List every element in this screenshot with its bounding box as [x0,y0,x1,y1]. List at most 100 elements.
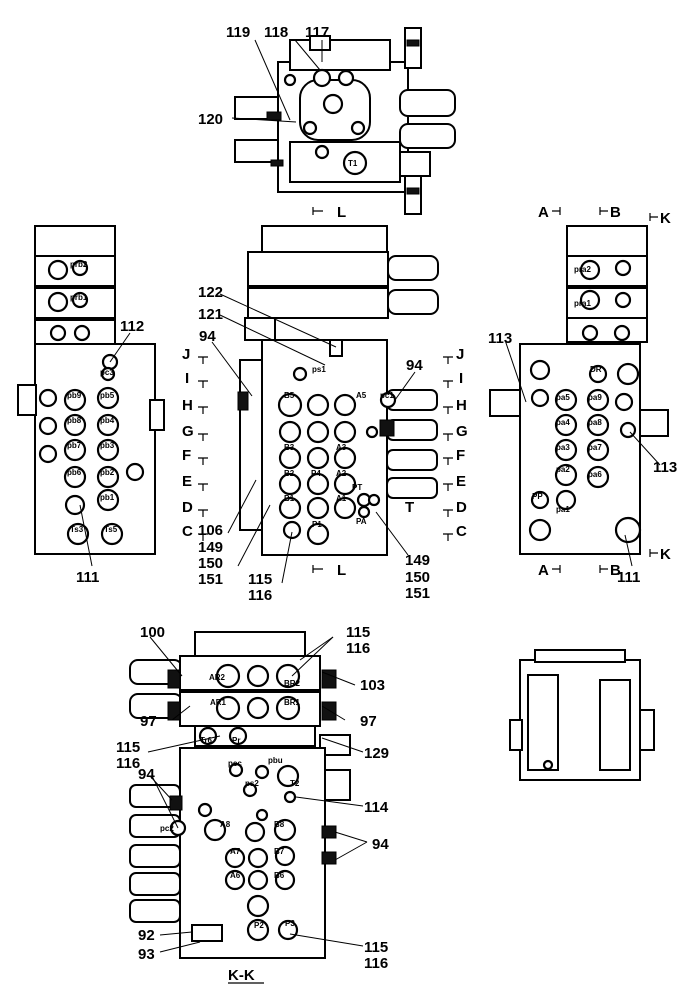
port-pa2-label: pa2 [556,465,570,474]
port-pa9-label: pa9 [588,393,602,402]
port-Tr6-label: Tr6 [200,736,213,745]
port-B8-label: B8 [274,820,285,829]
port-B7-label: B7 [274,847,285,856]
port-pb5-label: pb5 [100,391,115,400]
port-pra1-label: pra1 [574,299,591,308]
section-C-left: C [182,523,193,540]
part-92: 92 [138,927,155,944]
part-117: 117 [305,24,329,41]
part-113-b: 113 [653,459,677,476]
section-I-left: I [185,370,189,387]
port-P2-label: P2 [254,921,264,930]
port-PP-label: PP [532,492,543,501]
section-B-bottom: B [610,562,621,579]
section-F-right: F [456,447,465,464]
port-pc1-label: pc1 [380,391,394,400]
section-D-left: D [182,499,193,516]
port-pb3-label: pb3 [100,441,115,450]
leader-lines [79,39,661,953]
port-A5-label: A5 [356,391,367,400]
part-116-c: 116 [116,755,140,772]
port-B5-label: B5 [284,391,295,400]
section-I-right: I [459,370,463,387]
port-P4-label: P4 [311,469,321,478]
port-pa4-label: pa4 [556,418,570,427]
part-122: 122 [198,284,223,301]
port-pb9-label: pb9 [67,391,82,400]
part-149-b: 149 [405,552,430,569]
part-94-d: 94 [372,836,389,853]
port-pc2-label: pc2 [160,824,174,833]
right-side-view: pra2 pra1 DR pa5 pa9 pa4 pa8 pa3 pa7 pa2… [489,225,669,555]
port-pa7-label: pa7 [588,443,602,452]
part-150-a: 150 [198,555,223,572]
part-111-a: 111 [76,569,99,586]
part-116-a: 116 [248,587,272,604]
center-front-view: ps1 B5 A5 pc1 B3 A3 B2 P4 A2 PT B1 A1 T … [237,225,439,556]
port-P3-label: P3 [285,919,295,928]
top-view: T1 [234,27,456,215]
port-P1-label: P1 [312,520,322,529]
port-B6-label: B6 [274,871,285,880]
port-Ts3-label: Ts3 [70,525,84,534]
part-149-a: 149 [198,539,223,556]
port-AR2-label: AR2 [209,673,226,682]
labels: 119 118 117 120 122 121 112 113 94 94 11… [76,24,677,984]
port-B1-label: B1 [284,494,295,503]
port-prb1-label: prb1 [70,293,88,302]
part-94-a: 94 [199,328,216,345]
section-H-right: H [456,397,467,414]
part-97-a: 97 [140,713,157,730]
port-A8-label: A8 [220,820,231,829]
section-F-left: F [182,447,191,464]
section-D-right: D [456,499,467,516]
part-129: 129 [364,745,389,762]
section-kk-view: AR2 BR2 AR1 BR1 Tr6 Pr pcc ps2 pbu T2 pc… [129,631,351,959]
part-121: 121 [198,306,223,323]
section-K-top: K [660,210,671,227]
section-H-left: H [182,397,193,414]
port-BR2-label: BR2 [284,679,301,688]
part-120: 120 [198,111,223,128]
port-pb1-label: pb1 [100,493,115,502]
port-DR-label: DR [590,365,602,374]
section-G-right: G [456,423,468,440]
part-150-b: 150 [405,569,430,586]
part-113: 113 [488,330,512,347]
part-97-b: 97 [360,713,377,730]
port-pb7-label: pb7 [67,441,82,450]
port-Pr-label: Pr [232,736,240,745]
section-C-right: C [456,523,467,540]
part-94-c: 94 [138,766,155,783]
view-title-kk: K-K [228,967,255,984]
port-prb2-label: prb2 [70,260,88,269]
port-pa6-label: pa6 [588,470,602,479]
bottom-right-view [509,649,655,781]
port-pra2-label: pra2 [574,265,591,274]
port-BR1-label: BR1 [284,698,301,707]
part-94-b: 94 [406,357,423,374]
part-114: 114 [364,799,389,816]
part-118: 118 [264,24,288,41]
part-119: 119 [226,24,250,41]
port-T2-label: T2 [290,779,300,788]
section-J-left: J [182,346,190,363]
section-K-bottom: K [660,546,671,563]
port-pcc-label: pcc [228,759,242,768]
part-115-c: 115 [116,739,140,756]
port-pb4-label: pb4 [100,416,115,425]
port-PA-label: PA [356,517,367,526]
port-A6-label: A6 [230,871,241,880]
port-AR1-label: AR1 [210,698,227,707]
part-115-a: 115 [248,571,272,588]
section-J-right: J [456,346,464,363]
port-pa3-label: pa3 [556,443,570,452]
part-151-b: 151 [405,585,430,602]
part-100: 100 [140,624,165,641]
part-103: 103 [360,677,385,694]
left-side-view: prb2 prb1 pc3 pb9 pb5 pb8 pb4 pb7 pb3 pb… [17,225,165,555]
port-pb8-label: pb8 [67,416,82,425]
port-pa1-label: pa1 [556,505,570,514]
section-A-bottom: A [538,562,549,579]
